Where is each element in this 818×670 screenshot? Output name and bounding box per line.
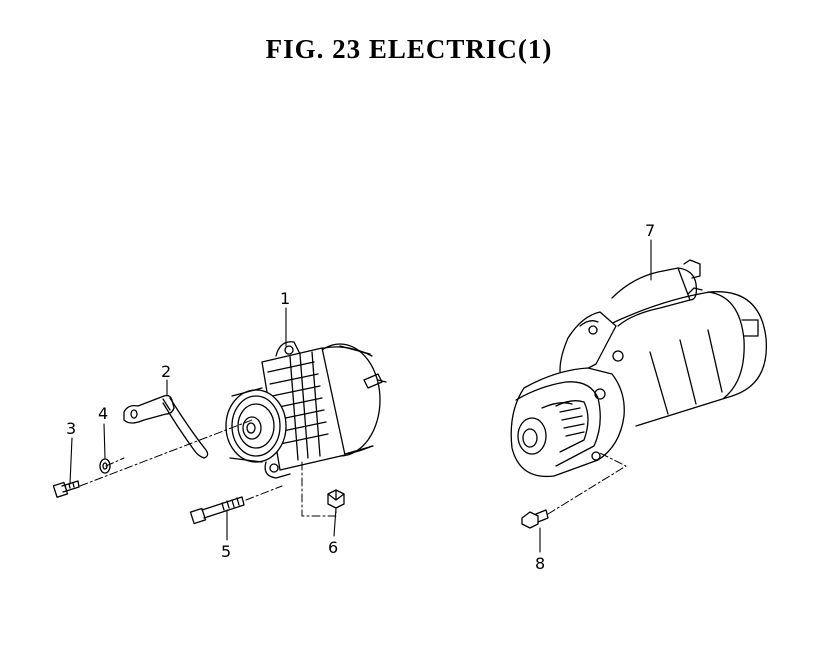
callout-3: 3 [66, 419, 76, 438]
callout-4: 4 [98, 404, 108, 423]
part-1-alternator [225, 341, 387, 479]
part-7-starter-motor [510, 259, 768, 478]
part-2-bracket [123, 394, 175, 424]
part-3-bolt [52, 480, 80, 498]
part-5-long-bolt [189, 496, 245, 525]
figure-title: FIG. 23 ELECTRIC(1) [265, 34, 553, 64]
part-8-bolt [521, 509, 549, 529]
assembly-lines-starter [547, 451, 627, 515]
callout-8: 8 [535, 554, 545, 573]
part-2-strap [162, 397, 209, 459]
callout-7: 7 [645, 221, 655, 240]
callout-2: 2 [161, 362, 171, 381]
callout-1: 1 [280, 289, 290, 308]
callout-leaders [69, 239, 652, 553]
callout-6: 6 [328, 538, 338, 557]
part-4-washer [99, 458, 111, 474]
callout-5: 5 [221, 542, 231, 561]
part-6-nut [327, 489, 345, 509]
